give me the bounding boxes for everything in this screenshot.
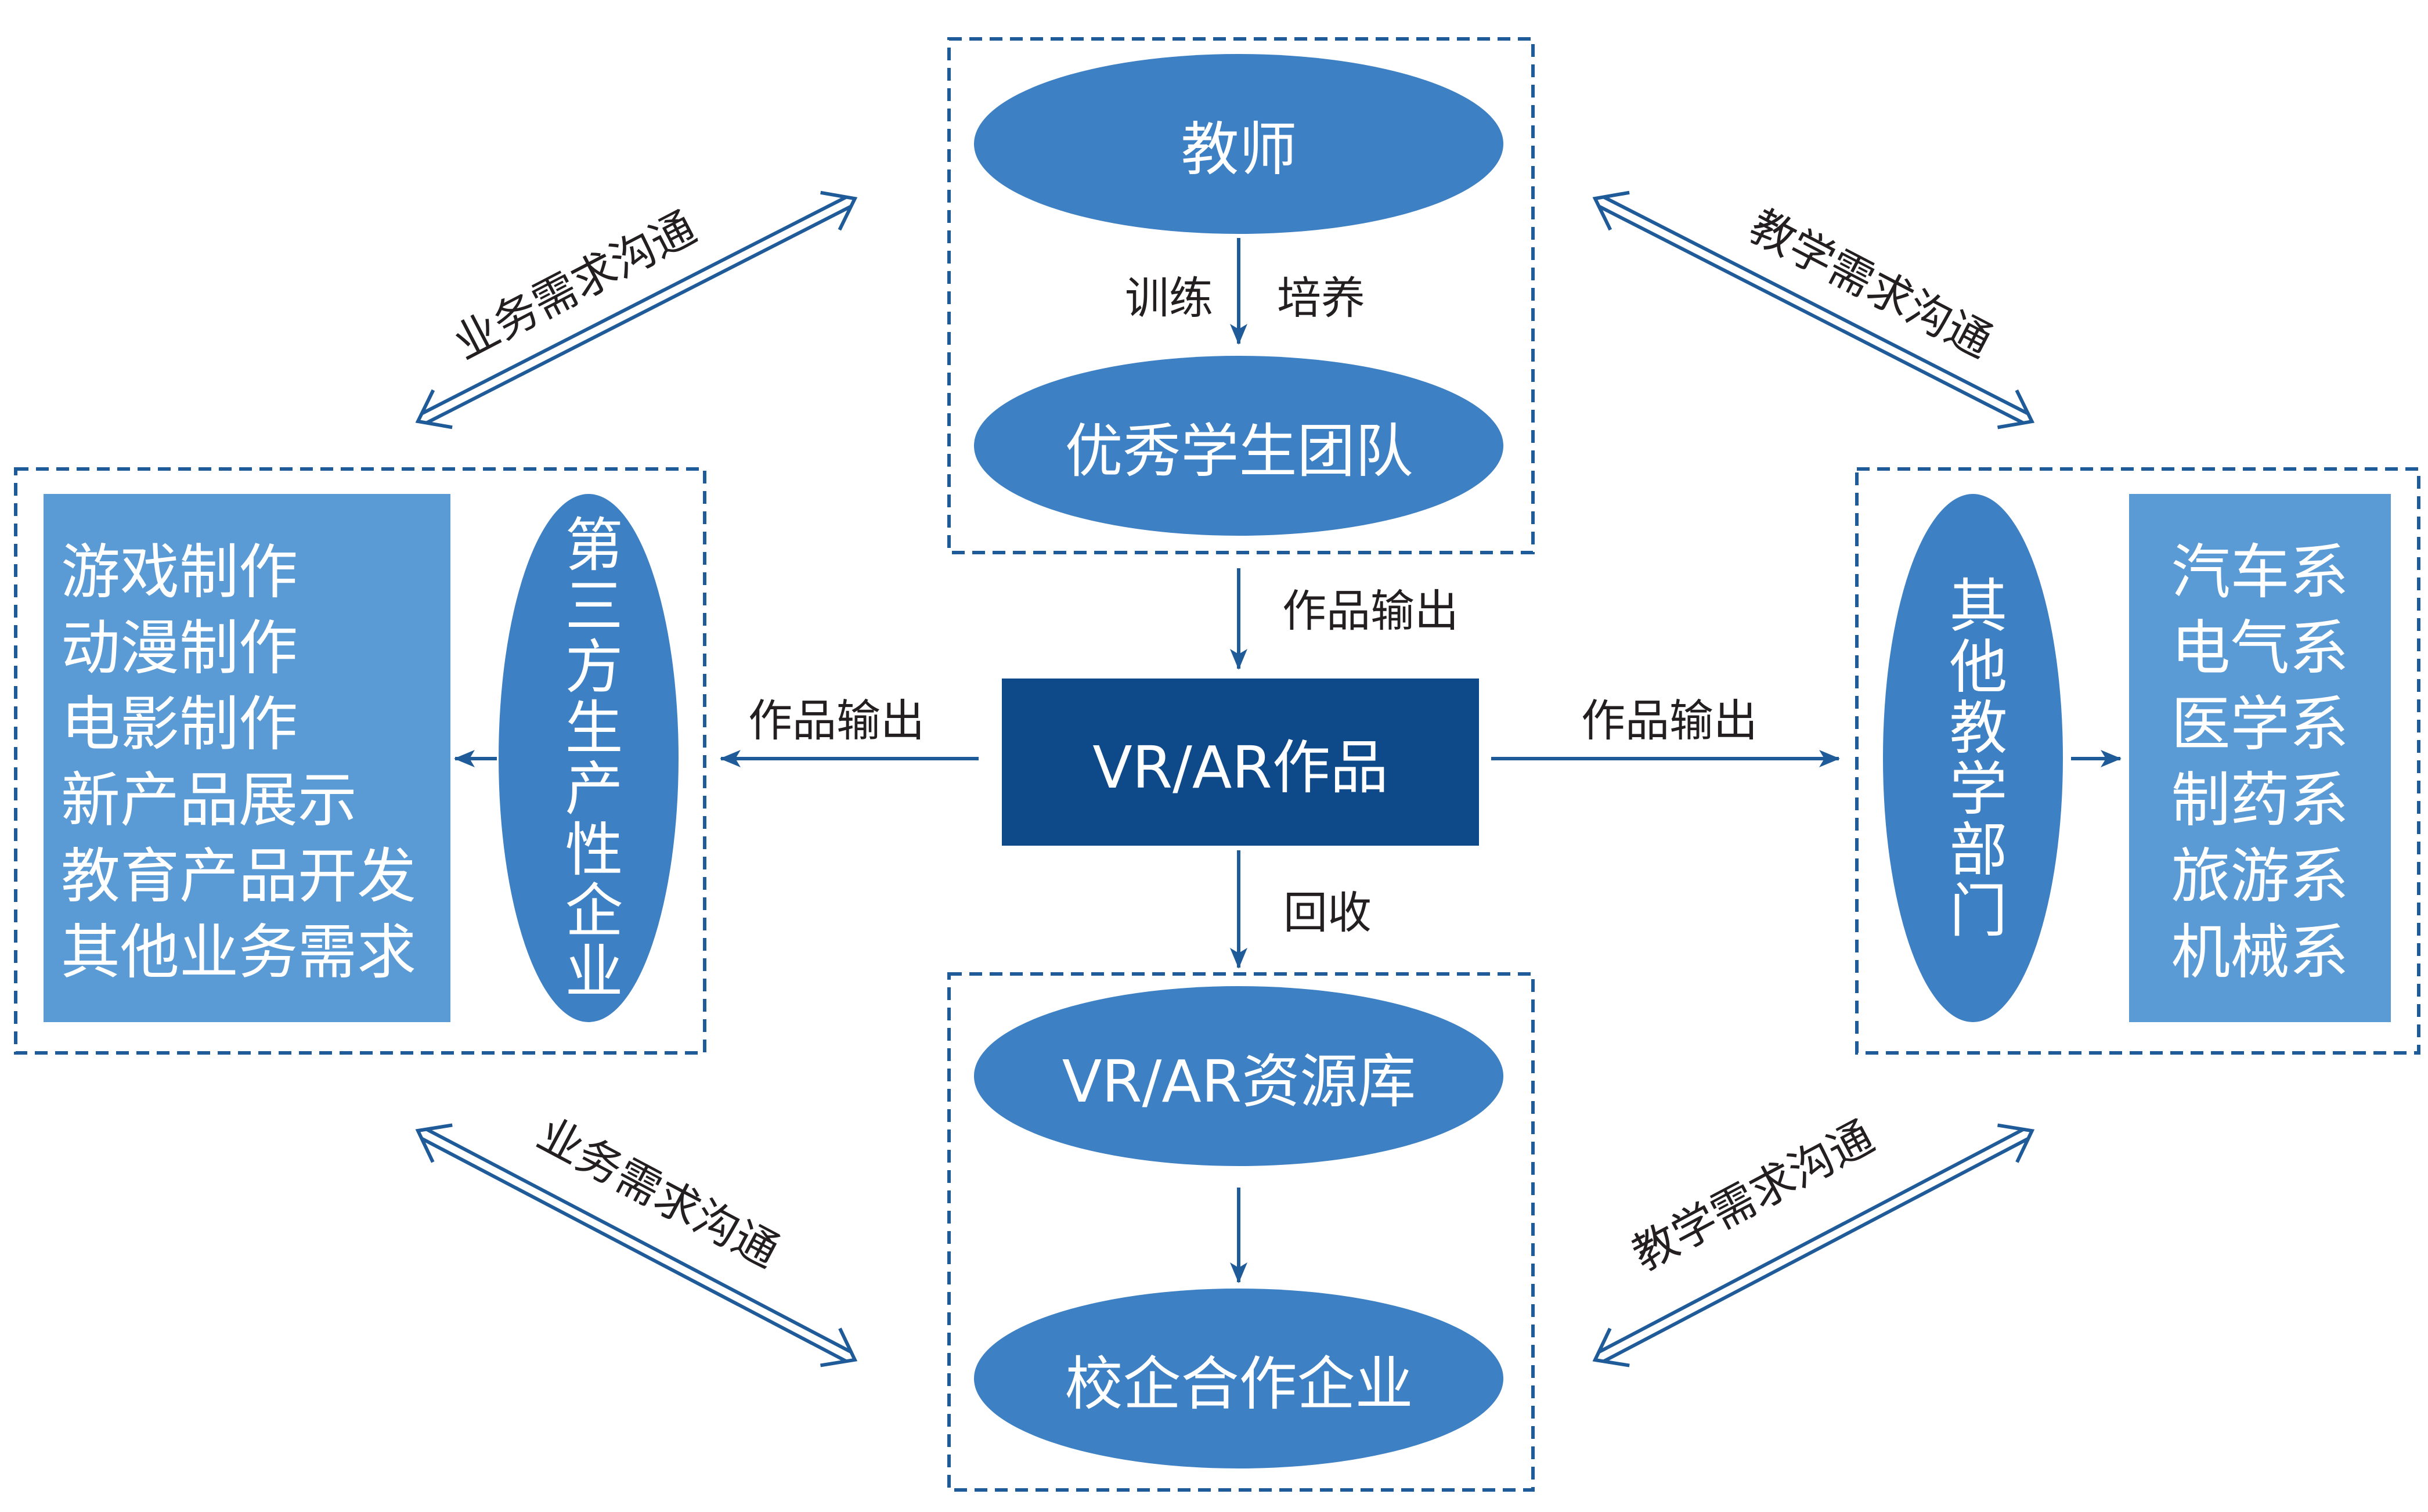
student-team-node	[974, 356, 1503, 536]
list-item: 汽车系	[2171, 538, 2349, 607]
vr-ar-works-label: VR/AR作品	[1092, 733, 1388, 802]
department-list-box	[2129, 494, 2391, 1022]
output-left-label: 作品输出	[748, 695, 925, 746]
teaching-department-wrapper: 其他教学部门	[1883, 494, 2063, 1022]
third-party-enterprise-wrapper: 第三方生产性企业	[499, 494, 679, 1022]
vr-ar-works-node	[1002, 679, 1479, 846]
list-item: 电气系	[2171, 614, 2349, 683]
list-item: 动漫制作	[61, 614, 298, 683]
recycle-label: 回收	[1283, 887, 1372, 939]
resource-library-label: VR/AR资源库	[1062, 1047, 1416, 1116]
left-group-frame	[14, 467, 706, 1055]
third-party-enterprise-node	[499, 494, 679, 1022]
teaching-communication-arrow-top-right	[1592, 190, 2035, 430]
partner-enterprise-node	[974, 1289, 1503, 1468]
list-item: 其他业务需求	[61, 918, 416, 987]
output-up-label: 作品输出	[1282, 585, 1459, 637]
partner-enterprise-label: 校企合作企业	[1065, 1349, 1413, 1418]
list-item: 制药系	[2171, 766, 2349, 835]
list-item: 旅游系	[2171, 842, 2349, 911]
cultivate-label: 培养	[1277, 272, 1365, 324]
teacher-node	[974, 54, 1503, 234]
student-team-label: 优秀学生团队	[1065, 417, 1413, 485]
list-item: 教育产品开发	[61, 842, 416, 911]
third-party-enterprise-label: 第三方生产性企业	[555, 514, 623, 1002]
list-item: 机械系	[2171, 918, 2349, 987]
department-list: 汽车系 电气系 医学系 制药系 旅游系 机械系	[2129, 535, 2391, 991]
bottom-group-frame	[947, 972, 1535, 1492]
output-right-label: 作品输出	[1581, 695, 1758, 746]
teaching-department-node	[1883, 494, 2063, 1022]
business-list-box	[44, 494, 450, 1022]
business-list: 游戏制作 动漫制作 电影制作 新产品展示 教育产品开发 其他业务需求	[61, 535, 444, 991]
list-item: 电影制作	[61, 690, 298, 759]
business-communication-arrow-bottom-left	[415, 1123, 858, 1367]
list-item: 医学系	[2171, 690, 2349, 759]
list-item: 新产品展示	[61, 766, 357, 835]
train-label: 训练	[1125, 272, 1213, 324]
resource-library-node	[974, 986, 1503, 1166]
right-group-frame	[1855, 467, 2420, 1055]
list-item: 游戏制作	[61, 538, 298, 607]
teacher-label: 教师	[1181, 115, 1297, 183]
top-group-frame	[947, 37, 1535, 554]
teaching-communication-arrow-bottom-right	[1592, 1123, 2035, 1367]
teaching-department-label: 其他教学部门	[1939, 575, 2007, 941]
business-communication-arrow-top-left	[415, 190, 858, 430]
